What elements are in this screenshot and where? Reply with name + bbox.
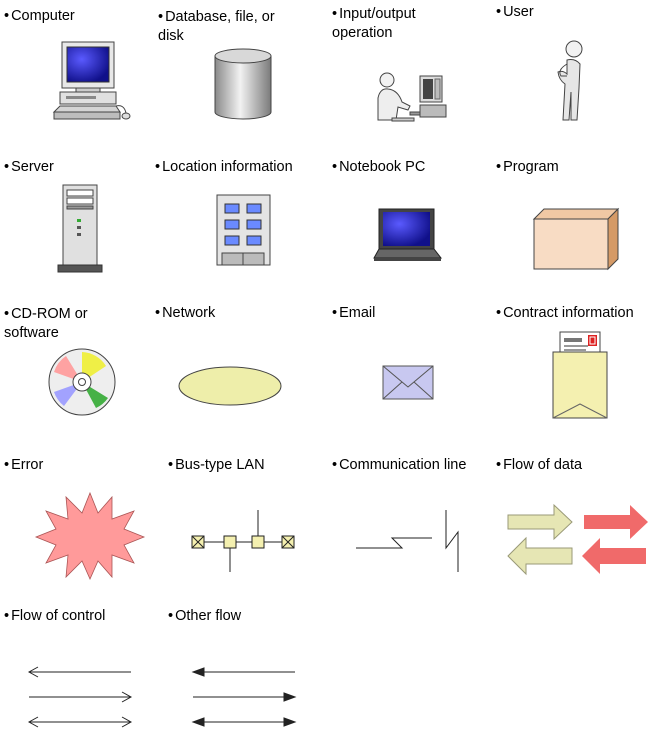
legend-label-flow-control: Flow of control bbox=[4, 607, 105, 626]
communication-line-icon bbox=[356, 510, 459, 572]
legend-label-server: Server bbox=[4, 158, 54, 177]
error-burst-icon bbox=[34, 491, 146, 580]
email-envelope-icon bbox=[382, 365, 434, 400]
legend-label-comm-line: Communication line bbox=[332, 456, 466, 475]
legend-label-location: Location information bbox=[155, 158, 293, 177]
legend-label-program: Program bbox=[496, 158, 559, 177]
building-icon bbox=[216, 194, 271, 266]
legend-label-user: User bbox=[496, 3, 534, 22]
notebook-icon bbox=[373, 208, 443, 261]
legend-label-flow-data: Flow of data bbox=[496, 456, 582, 475]
legend-label-notebook: Notebook PC bbox=[332, 158, 425, 177]
legend-label-bus-lan: Bus-type LAN bbox=[168, 456, 264, 475]
io-operation-icon bbox=[377, 72, 447, 122]
network-icon bbox=[178, 366, 282, 406]
legend-label-database: Database, file, or disk bbox=[158, 8, 275, 46]
database-icon bbox=[214, 48, 272, 120]
user-icon bbox=[557, 40, 583, 121]
legend-label-cdrom: CD-ROM or software bbox=[4, 305, 88, 343]
server-icon bbox=[57, 184, 103, 273]
other-flow-arrows-icon bbox=[191, 667, 297, 727]
legend-label-contract: Contract information bbox=[496, 304, 634, 323]
legend-label-other-flow: Other flow bbox=[168, 607, 241, 626]
data-flow-arrows-icon bbox=[507, 503, 648, 576]
contract-document-icon bbox=[552, 331, 608, 419]
bus-lan-icon bbox=[191, 510, 295, 572]
legend-label-computer: Computer bbox=[4, 7, 75, 26]
control-flow-arrows-icon bbox=[27, 666, 133, 728]
legend-label-email: Email bbox=[332, 304, 375, 323]
legend-label-network: Network bbox=[155, 304, 215, 323]
legend-label-error: Error bbox=[4, 456, 43, 475]
cdrom-icon bbox=[48, 348, 116, 416]
program-box-icon bbox=[532, 207, 620, 271]
legend-label-io-operation: Input/output operation bbox=[332, 5, 416, 43]
computer-icon bbox=[52, 41, 131, 120]
